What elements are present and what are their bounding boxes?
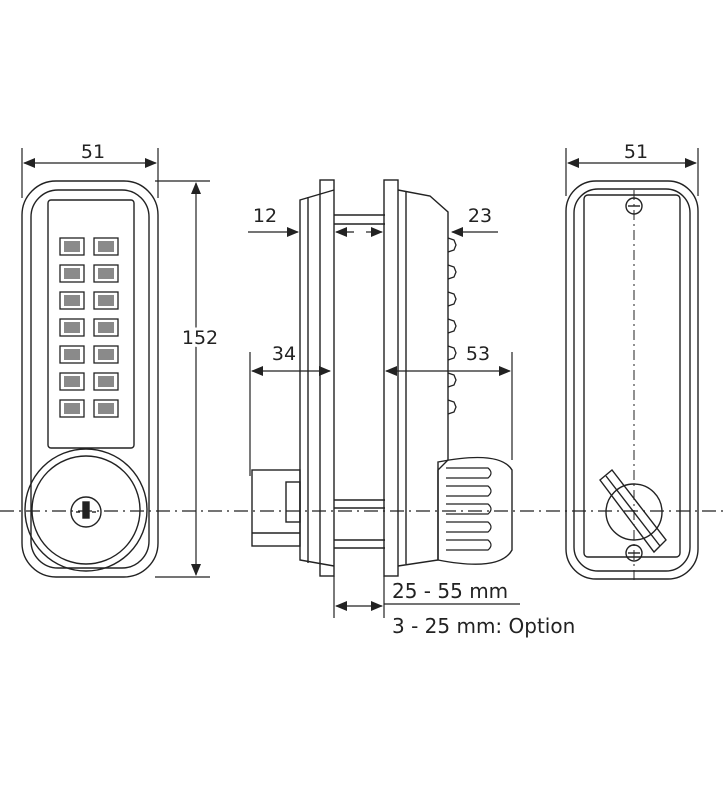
screw-bottom-icon bbox=[625, 544, 643, 562]
door-thickness-label: 25 - 55 mm bbox=[392, 579, 508, 603]
front-height-label: 152 bbox=[182, 327, 218, 349]
knob-grip bbox=[446, 467, 492, 479]
knob-grip bbox=[446, 521, 492, 533]
side-view bbox=[251, 179, 513, 577]
dim-53 bbox=[385, 352, 513, 460]
side-keypad-button bbox=[447, 372, 457, 388]
keypad-button-face bbox=[64, 376, 80, 387]
door-thickness-dimension bbox=[333, 576, 520, 618]
side-keypad-button bbox=[447, 318, 457, 334]
dim-12-label: 12 bbox=[253, 205, 277, 227]
keypad-button-face bbox=[98, 295, 114, 306]
knob-inner bbox=[31, 455, 141, 565]
side-keypad-button bbox=[447, 291, 457, 307]
back-plate-rim bbox=[319, 179, 335, 577]
back-view bbox=[565, 180, 699, 580]
side-keypad-button bbox=[447, 237, 457, 253]
dim-53-label: 53 bbox=[466, 343, 490, 365]
knob-grip bbox=[446, 503, 492, 515]
knob-grips bbox=[446, 467, 492, 551]
back-plate-body bbox=[299, 189, 335, 567]
key-cylinder-icon bbox=[70, 496, 102, 528]
front-outer-body bbox=[21, 180, 159, 578]
screw-top-icon bbox=[625, 197, 643, 215]
keypad-button-face bbox=[64, 403, 80, 414]
key-slot-icon bbox=[82, 501, 90, 519]
back-handle-tab bbox=[285, 481, 301, 523]
thumb-turn-lever-icon bbox=[599, 468, 667, 554]
front-plate-rim bbox=[383, 179, 399, 577]
back-width-dimension bbox=[565, 148, 699, 196]
side-knob bbox=[437, 456, 513, 565]
keypad bbox=[59, 237, 119, 418]
knob-grip bbox=[446, 485, 492, 497]
keypad-plate bbox=[47, 199, 135, 449]
keypad-button-face bbox=[64, 268, 80, 279]
door-thickness-option-label: 3 - 25 mm: Option bbox=[392, 614, 575, 638]
back-inner-body bbox=[573, 188, 691, 572]
knob-grip bbox=[446, 539, 492, 551]
thumb-turn-lever-line bbox=[605, 475, 661, 547]
keypad-button-face bbox=[64, 322, 80, 333]
keypad-button-face bbox=[98, 322, 114, 333]
back-width-label: 51 bbox=[624, 141, 648, 163]
keypad-button-face bbox=[98, 376, 114, 387]
side-keypad-buttons bbox=[447, 237, 457, 415]
front-width-dimension bbox=[21, 148, 159, 198]
side-keypad-button bbox=[447, 399, 457, 415]
keypad-button-face bbox=[98, 403, 114, 414]
keypad-button-face bbox=[98, 349, 114, 360]
keypad-button-face bbox=[98, 241, 114, 252]
front-inner-body bbox=[30, 189, 150, 569]
front-height-dimension bbox=[155, 180, 210, 578]
front-view bbox=[21, 180, 159, 578]
back-outer-body bbox=[565, 180, 699, 580]
thumb-turn-base bbox=[605, 483, 663, 541]
knob-outer bbox=[24, 448, 148, 572]
keypad-button-face bbox=[64, 349, 80, 360]
dim-34-label: 34 bbox=[272, 343, 296, 365]
keypad-button-face bbox=[64, 295, 80, 306]
back-plate-frame bbox=[583, 194, 681, 558]
keypad-button-face bbox=[64, 241, 80, 252]
dim-23-label: 23 bbox=[468, 205, 492, 227]
keypad-button-face bbox=[98, 268, 114, 279]
dim-34 bbox=[249, 352, 331, 476]
side-keypad-button bbox=[447, 264, 457, 280]
side-keypad-button bbox=[447, 345, 457, 361]
front-width-label: 51 bbox=[81, 141, 105, 163]
